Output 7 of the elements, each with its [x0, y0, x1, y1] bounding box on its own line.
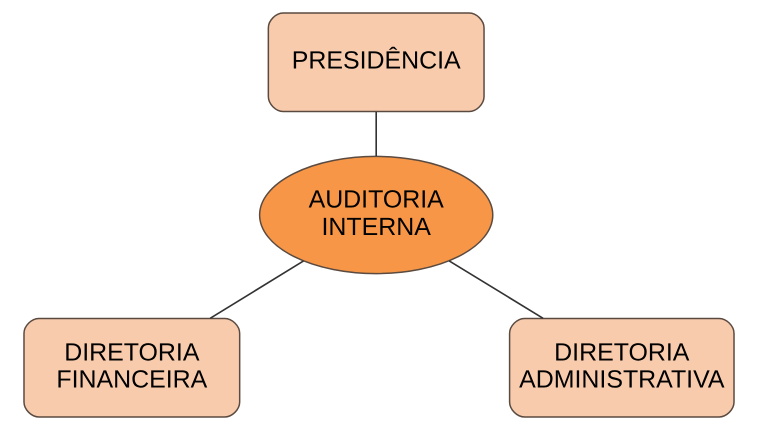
node-box: DIRETORIA FINANCEIRA — [23, 318, 240, 418]
node-ellipse: AUDITORIA INTERNA — [258, 156, 494, 274]
connector — [448, 260, 544, 320]
connector — [375, 112, 377, 156]
connector — [210, 260, 304, 319]
node-box: PRESIDÊNCIA — [268, 12, 485, 112]
node-box: DIRETORIA ADMINISTRATIVA — [508, 318, 735, 418]
